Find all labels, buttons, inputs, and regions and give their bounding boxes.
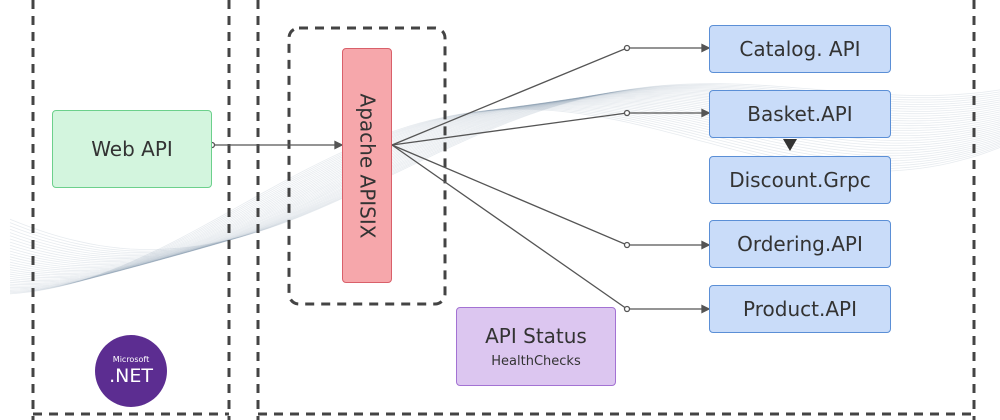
connection-edges	[208, 43, 797, 314]
ordering-api-label: Ordering.API	[737, 232, 863, 256]
ordering-api-node: Ordering.API	[709, 220, 891, 268]
gateway-group-border	[287, 26, 447, 306]
wave-ribbon-strand	[9, 103, 1000, 286]
discount-grpc-node: Discount.Grpc	[709, 156, 891, 204]
basket-api-label: Basket.API	[747, 102, 853, 126]
catalog-api-label: Catalog. API	[739, 37, 861, 61]
wave-ribbon-strand	[9, 104, 1000, 287]
product-api-node: Product.API	[709, 285, 891, 333]
dotnet-logo-name: .NET	[109, 365, 153, 387]
wave-ribbon-strand	[9, 105, 1000, 288]
dotnet-logo-brand: Microsoft	[112, 355, 150, 364]
apisix-label: Apache APISIX	[355, 93, 379, 238]
edge-gateway-basket-joint	[623, 109, 631, 117]
api-status-title: API Status	[485, 324, 587, 348]
apisix-gateway-node: Apache APISIX	[342, 48, 392, 283]
wave-ribbon-strand	[9, 102, 1000, 283]
edge-gateway-product-joint	[623, 305, 631, 313]
edge-gateway-ordering-arrowhead	[701, 240, 711, 250]
wave-ribbon-strand	[9, 101, 1000, 281]
edge-basket-discount-arrowhead	[783, 139, 797, 151]
edge-gateway-basket-arrowhead	[701, 108, 711, 118]
edge-gateway-product	[391, 144, 705, 310]
edge-gateway-basket	[391, 112, 705, 146]
dashed-containers	[31, 0, 976, 420]
basket-api-node: Basket.API	[709, 90, 891, 138]
wave-ribbon-strand	[9, 103, 1000, 284]
catalog-api-node: Catalog. API	[709, 25, 891, 73]
dotnet-logo: Microsoft .NET	[95, 335, 167, 407]
edge-gateway-catalog-arrowhead	[701, 43, 711, 53]
wave-ribbon-strand	[9, 101, 1000, 280]
product-api-label: Product.API	[743, 297, 857, 321]
edge-gateway-catalog-joint	[623, 44, 631, 52]
edge-gateway-product-arrowhead	[701, 304, 711, 314]
discount-grpc-label: Discount.Grpc	[729, 168, 871, 192]
web-api-label: Web API	[91, 137, 173, 161]
edge-gateway-ordering	[391, 144, 705, 246]
edge-gateway-ordering-joint	[623, 241, 631, 249]
edge-webapi-gateway-arrowhead	[334, 140, 344, 150]
api-status-subtitle: HealthChecks	[491, 354, 581, 369]
api-status-node: API Status HealthChecks	[456, 307, 616, 386]
web-api-node: Web API	[52, 110, 212, 188]
